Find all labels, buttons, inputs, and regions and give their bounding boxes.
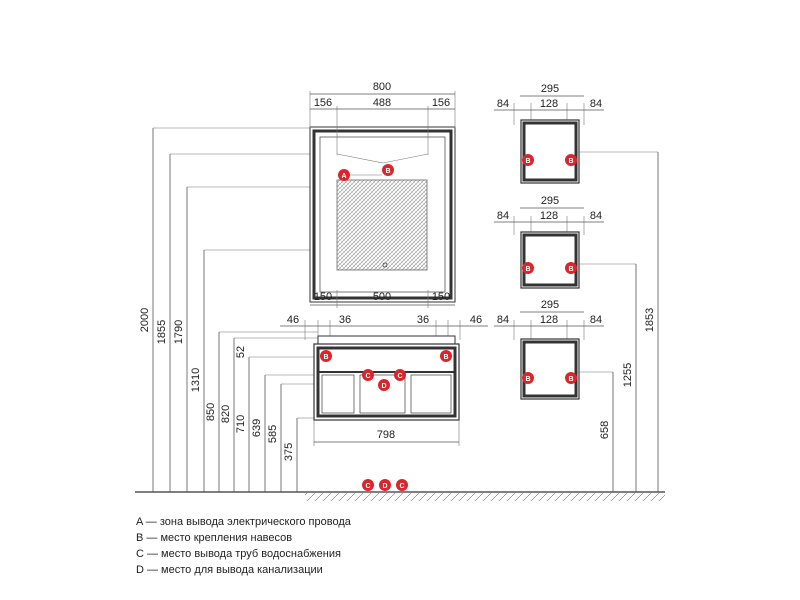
- floor: [135, 491, 665, 501]
- svg-text:B: B: [323, 354, 328, 361]
- legend: A — зона вывода электрического провода B…: [136, 514, 351, 578]
- shelf-2-side-left: 84: [497, 210, 509, 222]
- mirror-width: 800: [373, 81, 391, 93]
- svg-text:B: B: [568, 158, 573, 165]
- legend-item-a: A — зона вывода электрического провода: [136, 516, 351, 528]
- height-label-850: 850: [205, 403, 217, 421]
- shelf-3: 295 128 84 84 B B: [494, 299, 613, 400]
- marker-b-mirror: B: [382, 164, 394, 176]
- marker-d-cabinet: D: [378, 379, 390, 391]
- shelf-1-side-left: 84: [497, 98, 509, 110]
- markers: A B B B C C D C: [320, 164, 452, 491]
- svg-text:B: B: [568, 266, 573, 273]
- svg-text:A: A: [341, 173, 346, 180]
- height-label-658: 658: [599, 421, 611, 439]
- shelf-2: 295 128 84 84 B B: [494, 195, 636, 289]
- mirror-bottom-mid: 500: [373, 291, 391, 303]
- svg-text:B: B: [443, 354, 448, 361]
- mirror-top-right: 156: [432, 97, 450, 109]
- legend-item-d: D — место для вывода канализации: [136, 564, 323, 576]
- height-label-585: 585: [267, 425, 279, 443]
- height-label-820: 820: [220, 405, 232, 423]
- height-label-1855: 1855: [156, 320, 168, 344]
- height-label-1310: 1310: [190, 368, 202, 392]
- height-label-52: 52: [235, 346, 247, 358]
- height-label-1255: 1255: [622, 363, 634, 387]
- cabinet-left-inner: 36: [339, 314, 351, 326]
- mirror-bottom-right: 150: [432, 291, 450, 303]
- shelf-2-mid: 128: [540, 210, 558, 222]
- cabinet-right-outer: 46: [470, 314, 482, 326]
- cabinet: [313, 335, 460, 421]
- shelf-1: 295 128 84 84 B B: [494, 83, 658, 184]
- svg-text:C: C: [365, 483, 370, 490]
- marker-c-cabinet-right: C: [394, 369, 406, 381]
- mirror-bottom-left: 150: [314, 291, 332, 303]
- shelf-3-mid: 128: [540, 314, 558, 326]
- svg-text:B: B: [568, 376, 573, 383]
- shelf-3-width: 295: [541, 299, 559, 311]
- cabinet-width: 798: [377, 429, 395, 441]
- marker-b-cabinet-right: B: [440, 350, 452, 362]
- cabinet-top-dims: 46 36 36 46: [280, 314, 488, 340]
- mirror-top-dims: 800 156 488 156: [309, 81, 456, 155]
- mirror-top-mid: 488: [373, 97, 391, 109]
- svg-text:C: C: [399, 483, 404, 490]
- marker-a: A: [338, 169, 382, 181]
- shelf-3-side-left: 84: [497, 314, 509, 326]
- svg-text:C: C: [365, 373, 370, 380]
- mirror-mesh-zone: [336, 179, 428, 271]
- svg-text:B: B: [385, 168, 390, 175]
- marker-c-cabinet-left: C: [362, 369, 374, 381]
- cabinet-right-inner: 36: [417, 314, 429, 326]
- height-label-375: 375: [283, 443, 295, 461]
- legend-item-c: C — место вывода труб водоснабжения: [136, 548, 341, 560]
- legend-item-b: B — место крепления навесов: [136, 532, 293, 544]
- height-label-710: 710: [235, 415, 247, 433]
- height-label-639: 639: [251, 419, 263, 437]
- svg-text:C: C: [397, 373, 402, 380]
- height-label-2000: 2000: [139, 308, 151, 332]
- svg-text:D: D: [382, 483, 387, 490]
- right-height-guides: 1853 1255 658: [599, 152, 659, 492]
- marker-c-floor-left: C: [362, 479, 374, 491]
- svg-text:B: B: [525, 158, 530, 165]
- shelf-2-side-right: 84: [590, 210, 602, 222]
- shelf-1-mid: 128: [540, 98, 558, 110]
- marker-d-floor: D: [379, 479, 391, 491]
- mirror-bottom-dims: 150 500 150: [310, 290, 455, 308]
- cabinet-bottom-dims: 798: [313, 420, 460, 446]
- shelf-1-side-right: 84: [590, 98, 602, 110]
- marker-b-cabinet-left: B: [320, 350, 332, 362]
- height-label-1790: 1790: [173, 320, 185, 344]
- mirror: [309, 126, 456, 303]
- svg-text:D: D: [381, 383, 386, 390]
- shelf-2-width: 295: [541, 195, 559, 207]
- left-height-labels: 2000 1855 1790 1310 850 820 710 639 585 …: [139, 308, 295, 461]
- shelf-1-width: 295: [541, 83, 559, 95]
- svg-text:B: B: [525, 266, 530, 273]
- mirror-top-left: 156: [314, 97, 332, 109]
- marker-c-floor-right: C: [396, 479, 408, 491]
- cabinet-left-outer: 46: [287, 314, 299, 326]
- shelf-3-side-right: 84: [590, 314, 602, 326]
- svg-text:B: B: [525, 376, 530, 383]
- height-label-1853: 1853: [644, 308, 656, 332]
